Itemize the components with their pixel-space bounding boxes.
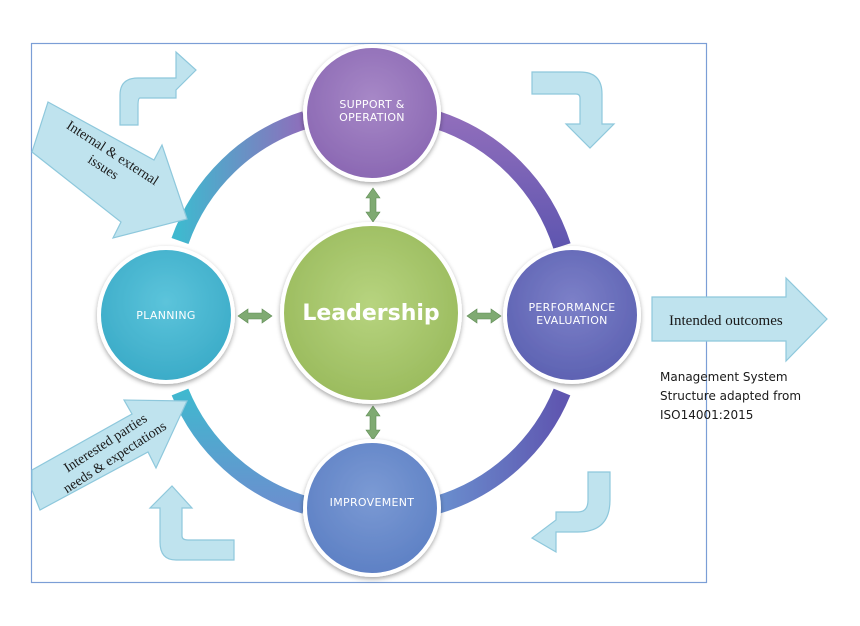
node-label-line2: OPERATION: [339, 111, 405, 124]
caption-line2: Structure adapted from: [660, 389, 802, 403]
ring-segment-improvement-planning: [171, 388, 308, 514]
block-arrow-right-icon: [651, 276, 828, 363]
curved-arrow-icon: [119, 50, 197, 126]
node-performance-evaluation: PERFORMANCE EVALUATION: [503, 246, 641, 384]
cycle-arrows: [119, 50, 616, 561]
node-links: [237, 187, 502, 441]
cycle-ring: [171, 111, 571, 514]
node-label: IMPROVEMENT: [330, 496, 415, 509]
caption-line1: Management System: [660, 370, 788, 384]
source-caption: Management System Structure adapted from…: [660, 368, 850, 425]
node-label-line1: SUPPORT &: [339, 98, 404, 111]
node-planning: PLANNING: [97, 246, 235, 384]
caption-line3: ISO14001:2015: [660, 408, 754, 422]
node-leadership: Leadership: [280, 222, 462, 404]
curved-arrow-icon: [148, 485, 235, 561]
node-label-line1: PERFORMANCE: [528, 301, 615, 314]
double-arrow-icon: [365, 187, 381, 223]
ring-segment-support-performance: [434, 111, 571, 249]
block-arrow-icon: [31, 399, 188, 511]
node-label: PLANNING: [136, 309, 195, 322]
node-support-operation: SUPPORT & OPERATION: [303, 44, 441, 182]
curved-arrow-icon: [530, 471, 611, 554]
output-label: Intended outcomes: [669, 313, 783, 329]
ring-segment-performance-improvement: [434, 388, 571, 514]
ring-segment-planning-support: [171, 111, 308, 245]
double-arrow-icon: [365, 405, 381, 441]
double-arrow-icon: [466, 308, 502, 324]
center-label: Leadership: [302, 301, 439, 326]
node-improvement: IMPROVEMENT: [303, 439, 441, 577]
curved-arrow-icon: [531, 71, 616, 149]
block-arrow-icon: [31, 101, 188, 239]
double-arrow-icon: [237, 308, 273, 324]
input-arrow-internal-external: Internal & external issues: [31, 101, 188, 239]
node-label-line2: EVALUATION: [536, 314, 607, 327]
output-arrow: Intended outcomes: [651, 276, 828, 363]
